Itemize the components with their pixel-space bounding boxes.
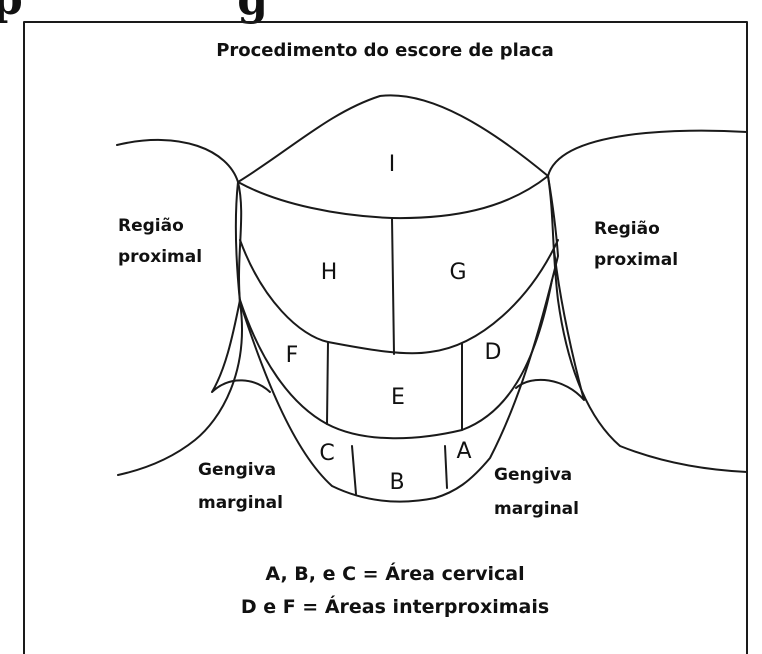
- region-label-e: E: [391, 385, 405, 410]
- region-label-h: H: [321, 260, 338, 285]
- line-h-g-divider: [391, 217, 395, 355]
- region-label-f: F: [286, 343, 299, 368]
- region-label-c: C: [319, 441, 334, 466]
- figure-frame: [23, 21, 748, 654]
- line-c-b-divider: [351, 445, 357, 495]
- region-label-g: G: [449, 260, 466, 285]
- region-labels: I H G F E D C B A: [286, 152, 502, 495]
- left-papilla: [211, 299, 271, 393]
- left-neighbour-tooth: [116, 138, 243, 476]
- region-label-i: I: [389, 152, 396, 177]
- label-proximal-left: proximal: [118, 247, 202, 267]
- label-proximal-right: proximal: [594, 250, 678, 270]
- line-cervical-arc: [239, 279, 553, 440]
- line-b-a-divider: [444, 445, 448, 489]
- region-label-b: B: [389, 470, 404, 495]
- right-neighbour-tooth: [547, 129, 748, 473]
- crown-left-outline: [234, 181, 436, 503]
- label-gingiva-left: Gengiva: [198, 460, 276, 480]
- crown-right-outline: [434, 175, 559, 499]
- legend-interproximal-areas: D e F = Áreas interproximais: [241, 595, 549, 618]
- line-middle-arc: [239, 239, 559, 355]
- cropped-heading-fragment: p g: [0, 0, 268, 25]
- right-papilla: [515, 249, 585, 401]
- line-i-boundary: [237, 175, 549, 220]
- figure-title: Procedimento do escore de placa: [216, 40, 554, 61]
- region-label-d: D: [485, 340, 502, 365]
- label-marginal-right: marginal: [494, 499, 579, 519]
- region-label-a: A: [456, 439, 471, 464]
- label-gingiva-right: Gengiva: [494, 465, 572, 485]
- legend-cervical-area: A, B, e C = Área cervical: [265, 562, 524, 585]
- label-proximal-region-left: Região: [118, 216, 184, 236]
- label-marginal-left: marginal: [198, 493, 283, 513]
- crown-top-outline: [237, 94, 549, 183]
- line-f-e-divider: [326, 341, 329, 425]
- label-proximal-region-right: Região: [594, 219, 660, 239]
